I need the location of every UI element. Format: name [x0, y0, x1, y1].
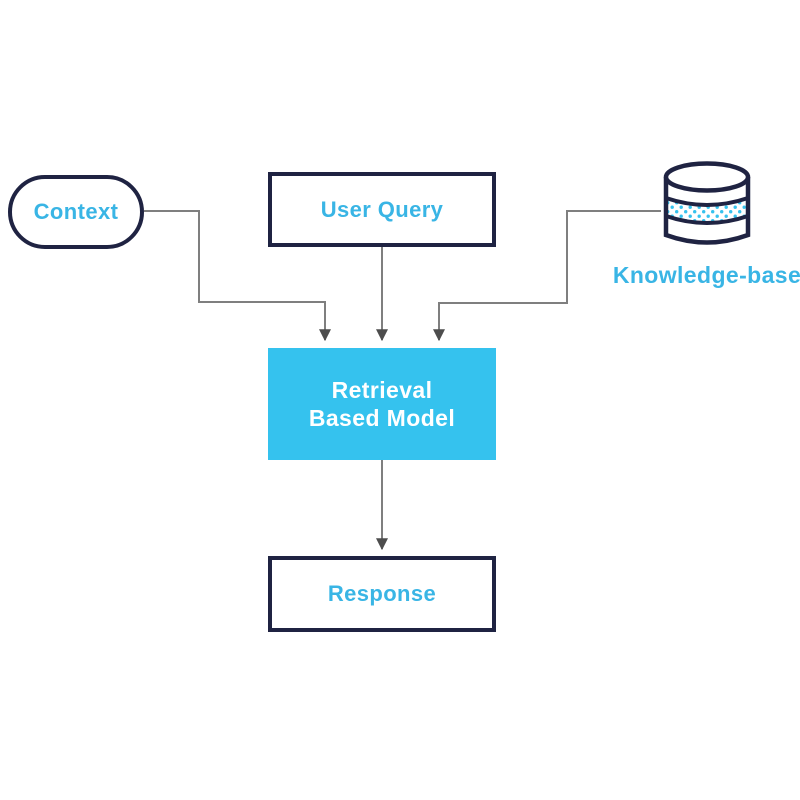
node-response-label: Response	[327, 581, 437, 606]
database-cylinder-icon	[663, 161, 751, 245]
node-knowledge-base: Knowledge-base	[597, 160, 800, 289]
node-user-query-label: User Query	[320, 196, 444, 222]
node-model-label-line1: Retrieval	[331, 377, 433, 403]
node-model-label-line2: Based Model	[308, 405, 456, 431]
node-retrieval-based-model: Retrieval Based Model	[268, 348, 496, 460]
node-user-query: User Query	[268, 172, 496, 247]
node-response: Response	[268, 556, 496, 632]
node-context: Context	[8, 175, 144, 249]
node-context-label: Context	[33, 199, 119, 224]
node-knowledge-base-label: Knowledge-base	[612, 262, 800, 288]
